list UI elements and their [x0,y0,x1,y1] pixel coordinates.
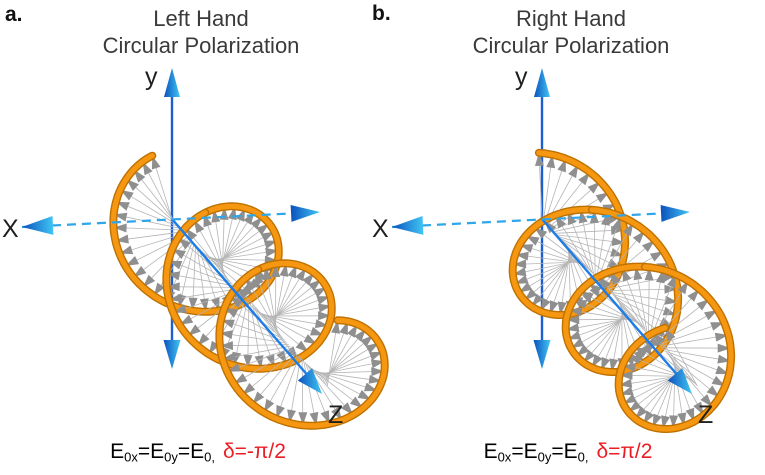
phase-delta-value: δ=π/2 [596,440,653,463]
panel-b-label: b. [372,2,391,25]
phase-delta-value: δ=-π/2 [222,440,286,463]
formula-subscript: 0, [204,449,215,465]
panel-a-formula: E0x=E0y=E0,δ=-π/2 [58,440,338,465]
formula-subscript: 0y [164,449,178,465]
y-up-axis-arrow [534,68,550,97]
formula-term: E [483,440,498,463]
panel-b-title-line1: Right Hand [515,6,627,31]
z-axis-line [541,218,681,379]
panel-a-x-axis-label: X [2,215,19,243]
formula-subscript: 0, [577,449,589,465]
panel-a-z-axis-label: Z [328,401,344,429]
panel-b-formula: E0x=E0y=E0,δ=π/2 [428,440,708,465]
x-left-axis-arrow [22,216,54,235]
y-up-axis-arrow [164,68,180,97]
formula-subscript: 0y [537,449,552,465]
formula-term: =E [511,440,538,463]
z-axis-arrow [667,368,692,394]
formula-term: =E [551,440,578,463]
panel-b-y-axis-label: y [515,63,528,91]
formula-term: =E [177,440,205,463]
panel-a-title: Left Hand Circular Polarization [76,5,326,59]
y-down-axis-arrow [533,340,551,369]
y-down-axis-arrow [163,340,181,369]
panel-b-x-axis-label: X [372,215,389,243]
formula-term: =E [137,440,165,463]
panel-b-z-axis-label: Z [698,401,714,429]
helix-panel-b [391,68,736,433]
x-axis-line [391,210,691,229]
helix-turn [510,150,628,318]
x-right-axis-arrow [660,205,690,222]
formula-subscript: 0x [124,449,138,465]
z-axis-arrow [297,368,322,394]
x-left-axis-arrow [392,216,424,235]
panel-a-title-line2: Circular Polarization [102,33,300,58]
panel-a-y-axis-label: y [145,63,158,91]
formula-subscript: 0x [497,449,512,465]
helix-panel-a [21,68,389,430]
helix-turn [616,264,734,432]
z-axis-line [171,218,311,379]
x-right-axis-arrow [290,205,320,222]
panel-a-title-line1: Left Hand [153,6,249,31]
panel-a-label: a. [5,3,23,26]
formula-term: E [110,440,125,463]
panel-b-title: Right Hand Circular Polarization [446,5,696,59]
panel-b-title-line2: Circular Polarization [472,33,670,58]
helix-turn [216,267,388,429]
helix-turn [163,210,335,372]
x-axis-line [21,210,321,229]
